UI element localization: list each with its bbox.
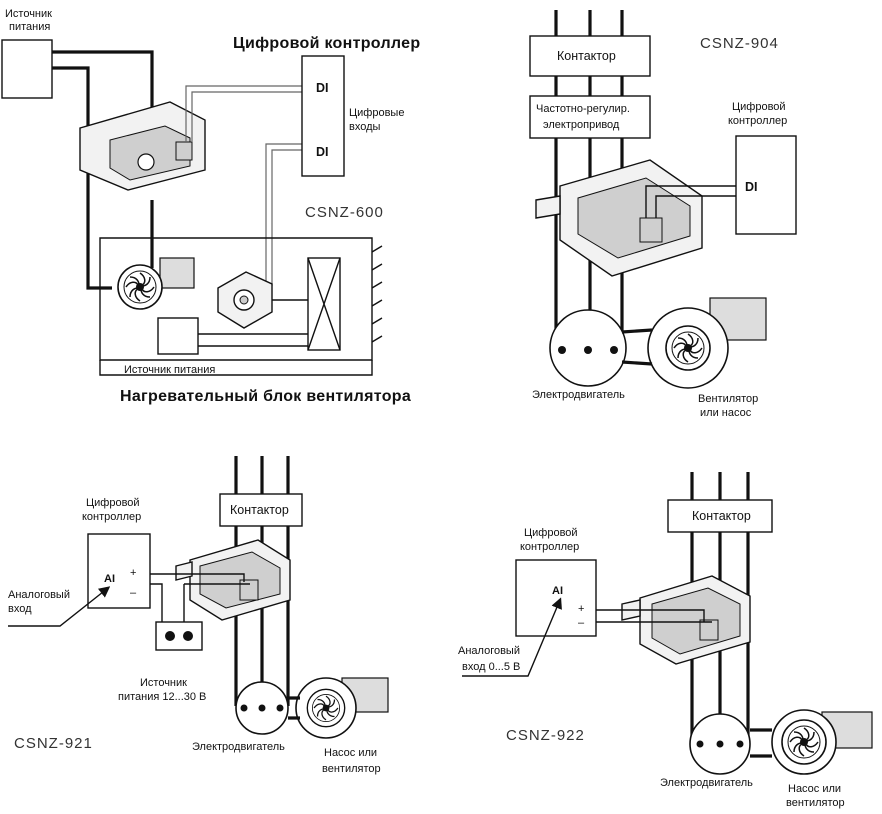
contactor-922 (667, 499, 773, 533)
analog-input-label-922-1: Аналоговый (458, 645, 520, 657)
vfd-904 (529, 95, 651, 139)
signal-wire-921-plus (150, 573, 245, 582)
contactor-label-922: Контактор (692, 509, 751, 523)
di-label-904: DI (745, 180, 758, 194)
current-sensor-split-core (79, 101, 206, 191)
vfd-label-1: Частотно-регулир. (536, 103, 630, 115)
controller-label-904-1: Цифровой (732, 101, 786, 113)
controller-label-922-2: контроллер (520, 541, 579, 553)
current-sensor-ring (217, 271, 273, 329)
controller-label-921-1: Цифровой (86, 497, 140, 509)
motor-fan-coupling-904 (621, 328, 653, 366)
contactor-label-921: Контактор (230, 503, 289, 517)
analog-input-label-922-2: вход 0...5 В (462, 661, 520, 673)
motor-pump-coupling-922 (750, 728, 772, 758)
current-sensor-904 (535, 159, 703, 277)
ai-label-921: AI (104, 573, 115, 585)
power-supply-921 (155, 621, 203, 651)
analog-input-label-921-1: Аналоговый (8, 589, 70, 601)
pump-label-921-2: вентилятор (322, 763, 381, 775)
minus-label-922: – (578, 617, 585, 629)
power-source-top-label-2: питания (9, 21, 50, 33)
fan-label-904-2: или насос (700, 407, 752, 419)
model-label-csnz-922: CSNZ-922 (506, 727, 585, 744)
current-sensor-921 (175, 539, 291, 621)
signal-wire-922-plus (596, 609, 705, 622)
blower-fan-wheel-icon (117, 264, 163, 310)
ai-label-922: AI (552, 585, 563, 597)
plus-label-922: + (578, 603, 584, 615)
digital-inputs-label-1: Цифровые (349, 107, 404, 119)
signal-wire-di1-b (191, 91, 302, 142)
digital-inputs-label-2: входы (349, 121, 381, 133)
fan-label-904-1: Вентилятор (698, 393, 758, 405)
vfd-label-2: электропривод (543, 119, 620, 131)
model-label-csnz-921: CSNZ-921 (14, 735, 93, 752)
power-source-box-top (1, 39, 53, 99)
plus-label-921: + (130, 567, 136, 579)
controller-label-922-1: Цифровой (524, 527, 578, 539)
power-supply-label-921-2: питания 12...30 В (118, 691, 206, 703)
motor-label-922: Электродвигатель (660, 777, 753, 789)
signal-wire-di2-b (271, 149, 302, 286)
minus-label-921: – (130, 587, 137, 599)
power-wire-a (52, 50, 154, 108)
contactor-label-904: Контактор (557, 49, 616, 63)
pump-wheel-icon-921 (306, 688, 346, 728)
di-label-top: DI (316, 81, 329, 95)
blower-duct (159, 257, 195, 289)
power-source-box-bottom (157, 317, 199, 355)
heater-unit-base (99, 360, 373, 376)
pump-label-921-1: Насос или (324, 747, 377, 759)
signal-wire-904-b (655, 195, 736, 218)
analog-input-label-921-2: вход (8, 603, 32, 615)
diagram-csnz-922: Контактор Цифровой контроллер AI + – Ана… (458, 472, 873, 809)
controller-label-921-2: контроллер (82, 511, 141, 523)
motor-label-921: Электродвигатель (192, 741, 285, 753)
power-source-bottom-label: Источник питания (124, 364, 215, 376)
analog-input-arrow-921 (8, 586, 111, 627)
diagram-csnz-921: Контактор Цифровой контроллер AI + – Ист… (8, 456, 389, 775)
power-source-bottom-wires (198, 333, 308, 347)
current-sensor-922 (621, 575, 751, 665)
controller-title-600: Цифровой контроллер (233, 35, 420, 52)
model-label-csnz-904: CSNZ-904 (700, 35, 779, 52)
power-supply-label-921-1: Источник (140, 677, 187, 689)
di-label-bottom: DI (316, 145, 329, 159)
pump-label-922-2: вентилятор (786, 797, 845, 809)
power-source-top-label-1: Источник (5, 8, 52, 20)
motor-pump-coupling-921 (288, 696, 300, 720)
motor-label-904: Электродвигатель (532, 389, 625, 401)
contactor-921 (219, 493, 303, 527)
contactor-904 (529, 35, 651, 77)
pump-wheel-icon-922 (781, 719, 827, 765)
heater-fins (371, 245, 383, 343)
digital-controller-904 (735, 135, 797, 235)
signal-wire-di1-a (185, 85, 302, 142)
analog-input-arrow-922 (462, 597, 562, 677)
heating-element-cross (307, 257, 341, 351)
controller-label-904-2: контроллер (728, 115, 787, 127)
fan-wheel-icon-904 (665, 325, 711, 371)
signal-wire-921-minus (150, 583, 163, 630)
diagram-csnz-600: Источник питания Цифровой контроллер DI … (1, 8, 420, 405)
pump-label-922-1: Насос или (788, 783, 841, 795)
signal-wire-904-a (645, 185, 736, 218)
digital-controller-600 (301, 55, 345, 177)
heater-unit-title: Нагревательный блок вентилятора (120, 388, 411, 405)
diagram-csnz-904: Контактор Частотно-регулир. электроприво… (529, 10, 797, 419)
model-label-csnz-600: CSNZ-600 (305, 204, 384, 221)
